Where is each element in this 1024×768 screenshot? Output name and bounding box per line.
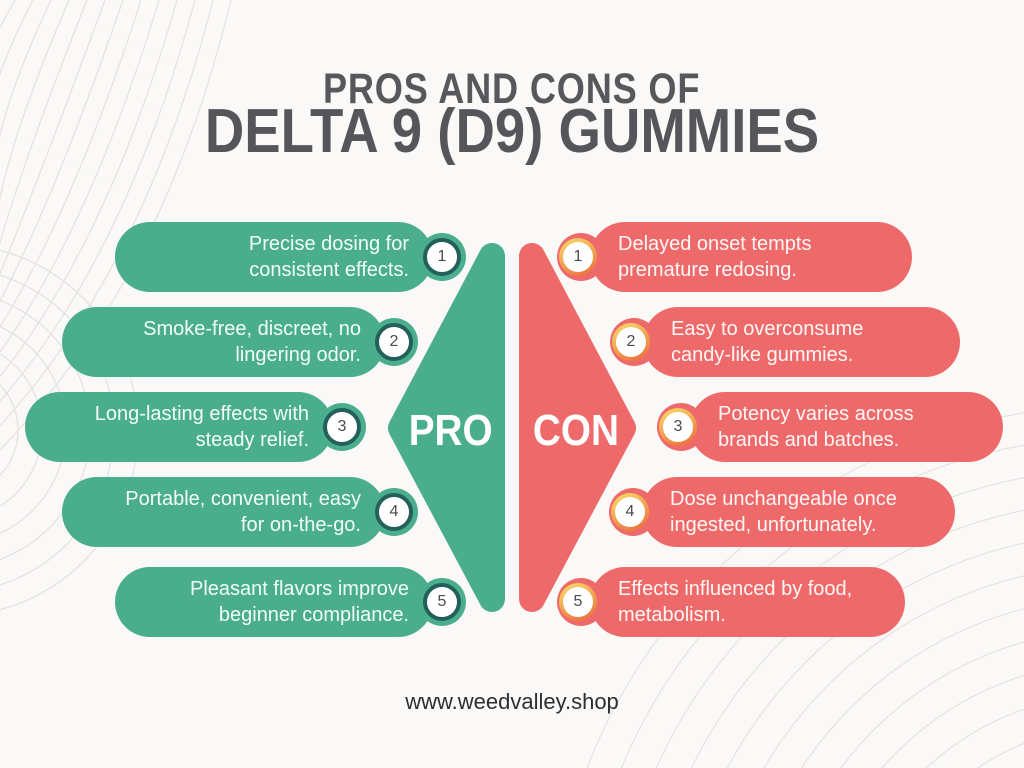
con-item-3: Potency varies across brands and batches…: [657, 392, 1003, 462]
pro-item-1-text: Precise dosing for consistent effects.: [248, 232, 409, 282]
page-title: DELTA 9 (D9) GUMMIES: [0, 100, 1024, 164]
pro-item-4-number-badge: 4: [375, 493, 413, 531]
pro-item-3: Long-lasting effects with steady relief.…: [25, 392, 366, 462]
pro-section-label: PRO: [409, 406, 493, 455]
title-kicker-text: PROS AND CONS OF: [323, 65, 701, 113]
con-item-2-number-badge: 2: [612, 323, 650, 361]
con-section-label: CON: [532, 406, 620, 455]
pro-item-4-text: Portable, convenient, easy for on-the-go…: [125, 487, 361, 537]
con-item-3-text: Potency varies across brands and batches…: [718, 402, 914, 452]
pro-item-5-number-badge: 5: [423, 583, 461, 621]
page-title-text: DELTA 9 (D9) GUMMIES: [204, 97, 820, 166]
con-item-3-number-badge: 3: [659, 408, 697, 446]
pro-item-2-number-badge: 2: [375, 323, 413, 361]
pro-item-1: Precise dosing for consistent effects. 1: [115, 222, 466, 292]
con-item-5: Effects influenced by food, metabolism. …: [557, 567, 905, 637]
con-item-4: Dose unchangeable once ingested, unfortu…: [609, 477, 955, 547]
con-item-5-text: Effects influenced by food, metabolism.: [618, 577, 853, 627]
title-kicker: PROS AND CONS OF: [0, 66, 1024, 112]
con-item-1: Delayed onset tempts premature redosing.…: [557, 222, 912, 292]
con-item-2-text: Easy to overconsume candy-like gummies.: [671, 317, 864, 367]
pro-item-4: Portable, convenient, easy for on-the-go…: [62, 477, 418, 547]
pro-item-5: Pleasant flavors improve beginner compli…: [115, 567, 466, 637]
con-item-2: Easy to overconsume candy-like gummies. …: [610, 307, 960, 377]
con-item-1-number-badge: 1: [559, 238, 597, 276]
pro-item-3-text: Long-lasting effects with steady relief.: [94, 402, 309, 452]
pro-item-2: Smoke-free, discreet, no lingering odor.…: [62, 307, 418, 377]
con-item-4-text: Dose unchangeable once ingested, unfortu…: [670, 487, 897, 537]
pro-item-3-number-badge: 3: [323, 408, 361, 446]
con-item-1-text: Delayed onset tempts premature redosing.: [618, 232, 812, 282]
pro-item-2-text: Smoke-free, discreet, no lingering odor.: [143, 317, 361, 367]
con-item-4-number-badge: 4: [611, 493, 649, 531]
pro-item-1-number-badge: 1: [423, 238, 461, 276]
con-item-5-number-badge: 5: [559, 583, 597, 621]
pro-item-5-text: Pleasant flavors improve beginner compli…: [190, 577, 409, 627]
website-url: www.weedvalley.shop: [405, 689, 619, 714]
